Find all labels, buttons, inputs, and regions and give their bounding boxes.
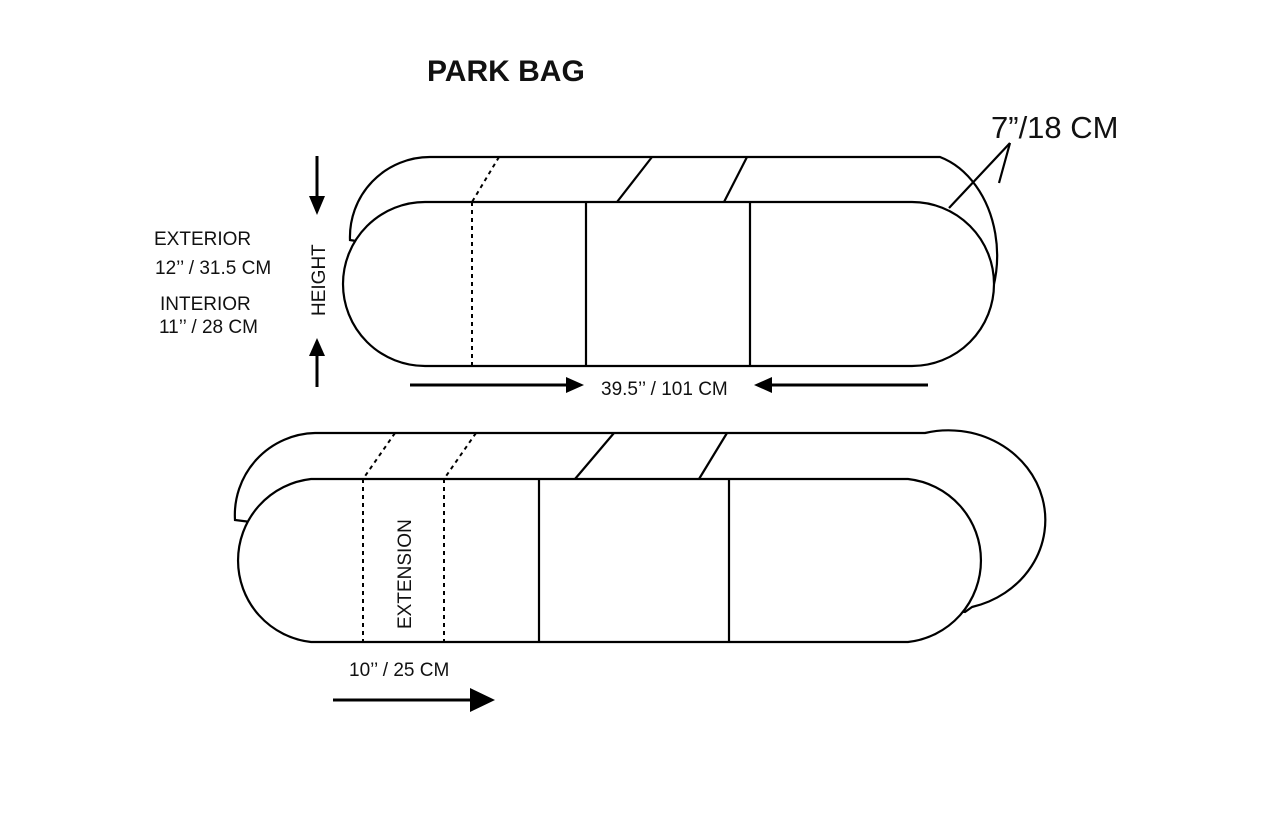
bag-standard-top-seam: [616, 156, 653, 203]
height-label: HEIGHT: [309, 244, 330, 316]
bag-standard-top-seam: [723, 156, 748, 203]
bag-standard-front-face: [341, 200, 996, 368]
interior-label: INTERIOR: [160, 294, 251, 315]
bag-extended: EXTENSION: [233, 429, 1047, 644]
height-dimension: HEIGHT EXTERIOR 12’’ / 31.5 CM INTERIOR …: [154, 156, 330, 387]
depth-leader-line: [948, 142, 1011, 209]
bag-standard: [341, 155, 999, 368]
interior-value: 11’’ / 28 CM: [159, 317, 258, 338]
depth-label: 7”/18 CM: [991, 110, 1118, 145]
bag-extended-top-seam: [574, 432, 615, 480]
exterior-value: 12’’ / 31.5 CM: [155, 258, 271, 279]
height-arrow-up-head: [309, 338, 325, 356]
height-arrow-down-head: [309, 196, 325, 215]
length-arrow-right-head: [566, 377, 584, 393]
bag-extended-top-seam: [698, 432, 728, 480]
extension-value: 10’’ / 25 CM: [349, 660, 449, 681]
extension-arrow-head: [470, 688, 495, 712]
extension-dimension: 10’’ / 25 CM: [333, 660, 495, 712]
depth-callout: 7”/18 CM: [948, 110, 1118, 209]
diagram-title: PARK BAG: [427, 55, 585, 88]
bag-standard-top-seam-dashed: [471, 156, 500, 203]
depth-leader-line: [997, 142, 1012, 184]
length-dimension: 39.5’’ / 101 CM: [410, 377, 928, 400]
bag-extended-front-face: [236, 477, 983, 644]
bag-extended-top-seam-dashed: [362, 432, 396, 480]
length-label: 39.5’’ / 101 CM: [601, 379, 728, 400]
length-arrow-left-head: [754, 377, 772, 393]
extension-label: EXTENSION: [395, 519, 416, 629]
exterior-label: EXTERIOR: [154, 229, 251, 250]
bag-extended-top-seam-dashed: [443, 432, 477, 480]
